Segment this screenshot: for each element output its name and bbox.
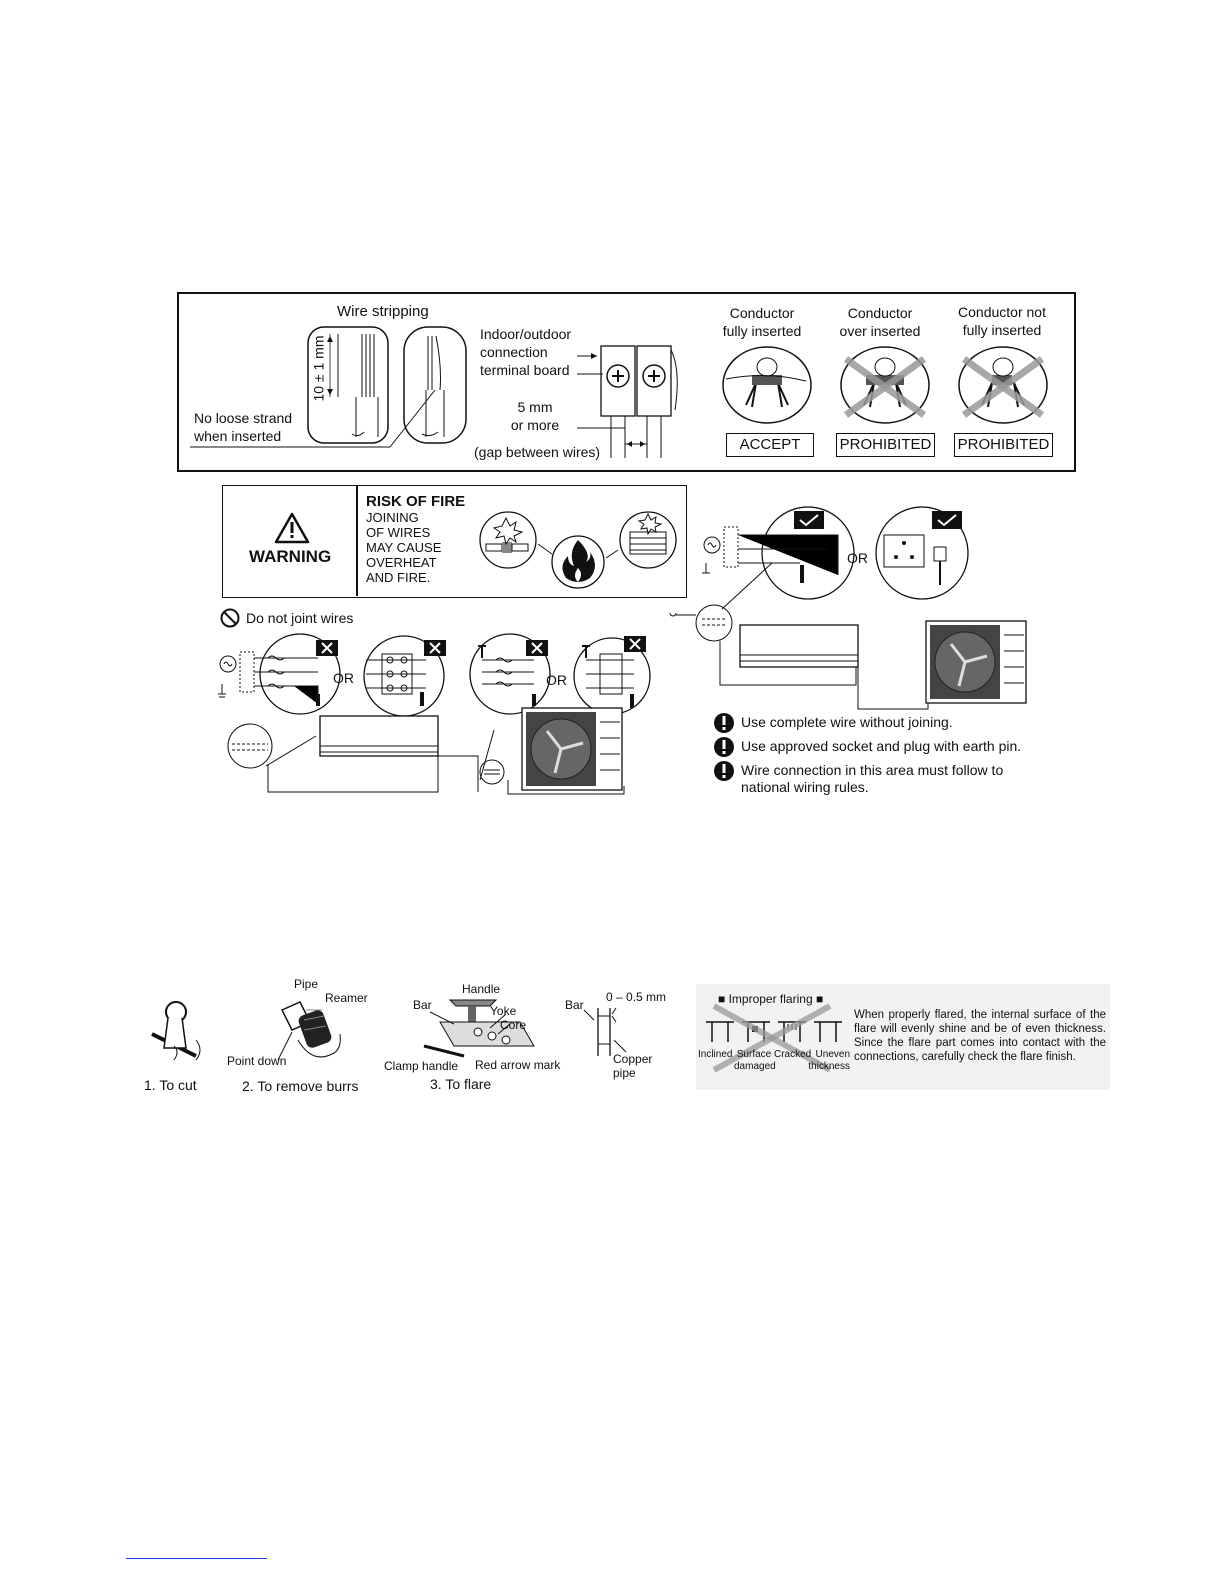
- clamp-handle-label: Clamp handle: [384, 1059, 458, 1073]
- terminal-board-line1: Indoor/outdoor: [480, 326, 571, 343]
- prohibited-icon: [220, 608, 240, 628]
- joint-example-4: [572, 632, 652, 718]
- defect-uneven-thickness: Uneven thickness: [808, 1049, 850, 1073]
- status-prohibited-not-full: PROHIBITED: [954, 433, 1053, 457]
- or-label-1: OR: [333, 670, 354, 687]
- or-label-2: OR: [546, 672, 567, 689]
- warning-line-1: JOINING: [366, 511, 419, 525]
- joint-example-3: [466, 632, 556, 718]
- copper-pipe-label-2: pipe: [613, 1066, 636, 1080]
- defect-inclined: Inclined: [698, 1049, 732, 1061]
- warning-title: RISK OF FIRE: [366, 493, 465, 510]
- terminal-board-line2: connection: [480, 344, 548, 361]
- point-down-label: Point down: [227, 1054, 286, 1068]
- terminal-board-line3: terminal board: [480, 362, 570, 379]
- status-accept: ACCEPT: [726, 433, 814, 457]
- no-loose-strand-line2: when inserted: [194, 428, 281, 445]
- warning-line-3: MAY CAUSE: [366, 541, 441, 555]
- gap-value-line2: or more: [505, 417, 565, 434]
- conductor-1-title-line1: Conductor: [712, 305, 812, 322]
- flare-finish-note: When properly flared, the internal surfa…: [854, 1008, 1106, 1064]
- step-2-label: 2. To remove burrs: [242, 1078, 358, 1095]
- gap-range-label: 0 – 0.5 mm: [606, 990, 666, 1004]
- note-3: Wire connection in this area must follow…: [741, 762, 1041, 796]
- joint-example-2: [356, 632, 456, 718]
- warning-line-4: OVERHEAT: [366, 556, 437, 570]
- note-1: Use complete wire without joining.: [741, 714, 953, 731]
- do-not-joint-label: Do not joint wires: [246, 610, 353, 627]
- core-label: Core: [500, 1018, 526, 1032]
- conductor-1-title-line2: fully inserted: [712, 323, 812, 340]
- yoke-label: Yoke: [490, 1004, 516, 1018]
- warning-label: WARNING: [249, 548, 331, 565]
- conductor-2-title-line2: over inserted: [830, 323, 930, 340]
- improper-flaring-title: ■ Improper flaring ■: [718, 992, 823, 1006]
- note-3-exclamation-icon: [713, 760, 735, 782]
- handle-label: Handle: [462, 982, 500, 996]
- reamer-label: Reamer: [325, 991, 368, 1005]
- or-label-3: OR: [847, 550, 868, 567]
- step-3-label: 3. To flare: [430, 1076, 491, 1093]
- approved-wiring-illustration: [662, 505, 1042, 715]
- gap-value-line1: 5 mm: [505, 399, 565, 416]
- flare-gap-illustration: [580, 1000, 640, 1060]
- defect-cracked: Cracked: [774, 1049, 811, 1061]
- red-arrow-mark-label: Red arrow mark: [475, 1058, 560, 1072]
- conductor-3-title-line2: fully inserted: [947, 322, 1057, 339]
- footer-link-underline: [126, 1558, 267, 1559]
- terminal-board-illustration: [575, 340, 685, 465]
- conductor-3-title-line1: Conductor not: [947, 304, 1057, 321]
- left-units-illustration: [226, 716, 636, 800]
- status-prohibited-over: PROHIBITED: [836, 433, 935, 457]
- bar-label-2: Bar: [565, 998, 584, 1012]
- conductor-2-title-line1: Conductor: [830, 305, 930, 322]
- conductor-over-illustration: [840, 345, 930, 425]
- warning-divider: [356, 486, 358, 596]
- no-loose-strand-line1: No loose strand: [194, 410, 292, 427]
- warning-line-5: AND FIRE.: [366, 571, 430, 585]
- pipe-label: Pipe: [294, 977, 318, 991]
- pipe-cutter-illustration: [146, 990, 206, 1070]
- note-2: Use approved socket and plug with earth …: [741, 738, 1021, 755]
- fire-hazard-illustration: [476, 510, 681, 592]
- warning-triangle-icon: [274, 512, 310, 544]
- note-1-exclamation-icon: [713, 712, 735, 734]
- wire-stripping-title: Wire stripping: [337, 303, 429, 320]
- copper-pipe-label-1: Copper: [613, 1052, 652, 1066]
- bar-label: Bar: [413, 998, 432, 1012]
- conductor-not-full-illustration: [958, 345, 1048, 425]
- joint-example-1: [218, 632, 348, 718]
- conductor-accept-illustration: [722, 345, 812, 425]
- note-2-exclamation-icon: [713, 736, 735, 758]
- defect-surface-damaged: Surface damaged: [734, 1049, 774, 1073]
- warning-line-2: OF WIRES: [366, 526, 430, 540]
- step-1-label: 1. To cut: [144, 1077, 197, 1094]
